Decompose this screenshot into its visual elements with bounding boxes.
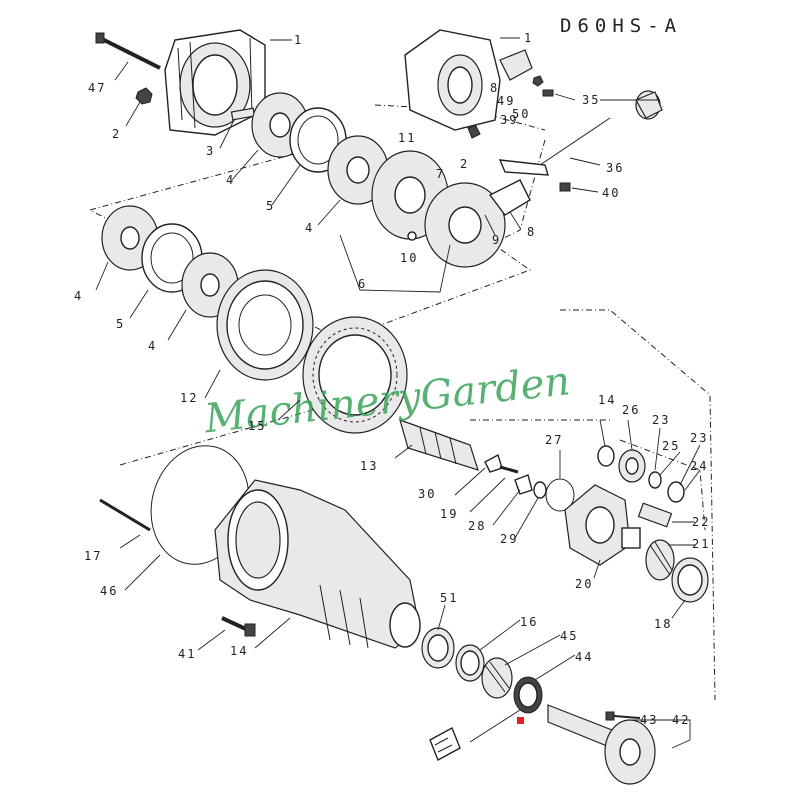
- bearing-21: [645, 539, 675, 581]
- callout: 11: [398, 131, 416, 145]
- seal-detail-icon: [429, 727, 461, 761]
- callout: 2: [460, 157, 469, 171]
- callout: 14: [230, 644, 248, 658]
- seal-44: [513, 676, 543, 714]
- callout: 16: [520, 615, 538, 629]
- callout: 13: [360, 459, 378, 473]
- callout: 50: [512, 107, 530, 121]
- callout: 45: [560, 629, 578, 643]
- callout: 3: [206, 144, 215, 158]
- callout: 17: [84, 549, 102, 563]
- rod-36: [539, 117, 611, 166]
- diagram-title: D60HS-A: [560, 15, 682, 37]
- callout: 10: [400, 251, 418, 265]
- callout: 12: [180, 391, 198, 405]
- bushing-35: [635, 90, 663, 120]
- callout: 40: [602, 186, 620, 200]
- callout: 4: [305, 221, 314, 235]
- callout: 39: [500, 113, 518, 127]
- callout: 14: [598, 393, 616, 407]
- bearing-45: [481, 657, 513, 699]
- callout: 35: [582, 93, 600, 107]
- callout: 2: [112, 127, 121, 141]
- nut-2: [135, 87, 153, 105]
- callout: 25: [662, 439, 680, 453]
- bolt-47: [95, 32, 161, 70]
- callout: 43: [640, 713, 658, 727]
- callout: 7: [436, 167, 445, 181]
- marker-square: [517, 717, 524, 724]
- callout: 41: [178, 647, 196, 661]
- callout: 44: [575, 650, 593, 664]
- bearing-51: [421, 627, 455, 669]
- callout: 4: [148, 339, 157, 353]
- callout: 49: [497, 94, 515, 108]
- stud-17: [99, 498, 151, 532]
- clip-parts: [484, 453, 575, 512]
- callout: 23: [652, 413, 670, 427]
- callout: 23: [690, 431, 708, 445]
- leader-lines: [95, 37, 701, 749]
- callout: 15: [248, 419, 266, 433]
- callout: 22: [692, 515, 710, 529]
- callout: 5: [116, 317, 125, 331]
- piston-12: [216, 269, 314, 381]
- callout: 27: [545, 433, 563, 447]
- callout: 30: [418, 487, 436, 501]
- callout: 1: [524, 31, 533, 45]
- part-housing-left: [164, 29, 266, 136]
- bolt-43: [605, 711, 641, 721]
- callout: 8: [527, 225, 536, 239]
- callout: 29: [500, 532, 518, 546]
- callout: 1: [294, 33, 303, 47]
- callout: 18: [654, 617, 672, 631]
- callout: 9: [492, 233, 501, 247]
- axle-shaft-42: [547, 704, 656, 785]
- callout: 5: [266, 199, 275, 213]
- callout: 26: [622, 403, 640, 417]
- bearing-race-18: [671, 557, 709, 603]
- callout: 8: [490, 81, 499, 95]
- callout: 20: [575, 577, 593, 591]
- callout: 36: [606, 161, 624, 175]
- bolt-41: [221, 616, 256, 637]
- callout: 4: [226, 173, 235, 187]
- callout: 51: [440, 591, 458, 605]
- callout: 4: [74, 289, 83, 303]
- small-hardware: [467, 75, 571, 216]
- callout: 47: [88, 81, 106, 95]
- callout: 24: [690, 459, 708, 473]
- bearing-16: [455, 644, 485, 682]
- callout-labels: 1 1 47 2 3 4 5 4 11 7 8 49 50 39 2 35 36…: [74, 31, 710, 727]
- axle-housing-14: [214, 479, 421, 649]
- differential-case-20: [564, 484, 641, 566]
- shaft-13: [399, 419, 479, 471]
- ring-gear-15: [302, 316, 408, 434]
- callout: 46: [100, 584, 118, 598]
- callout: 19: [440, 507, 458, 521]
- spider-gears: [597, 445, 685, 528]
- callout: 6: [358, 277, 367, 291]
- callout: 42: [672, 713, 690, 727]
- brake-assembly-6: [371, 150, 506, 268]
- callout: 21: [692, 537, 710, 551]
- callout: 28: [468, 519, 486, 533]
- part-bracket-right: [404, 29, 533, 131]
